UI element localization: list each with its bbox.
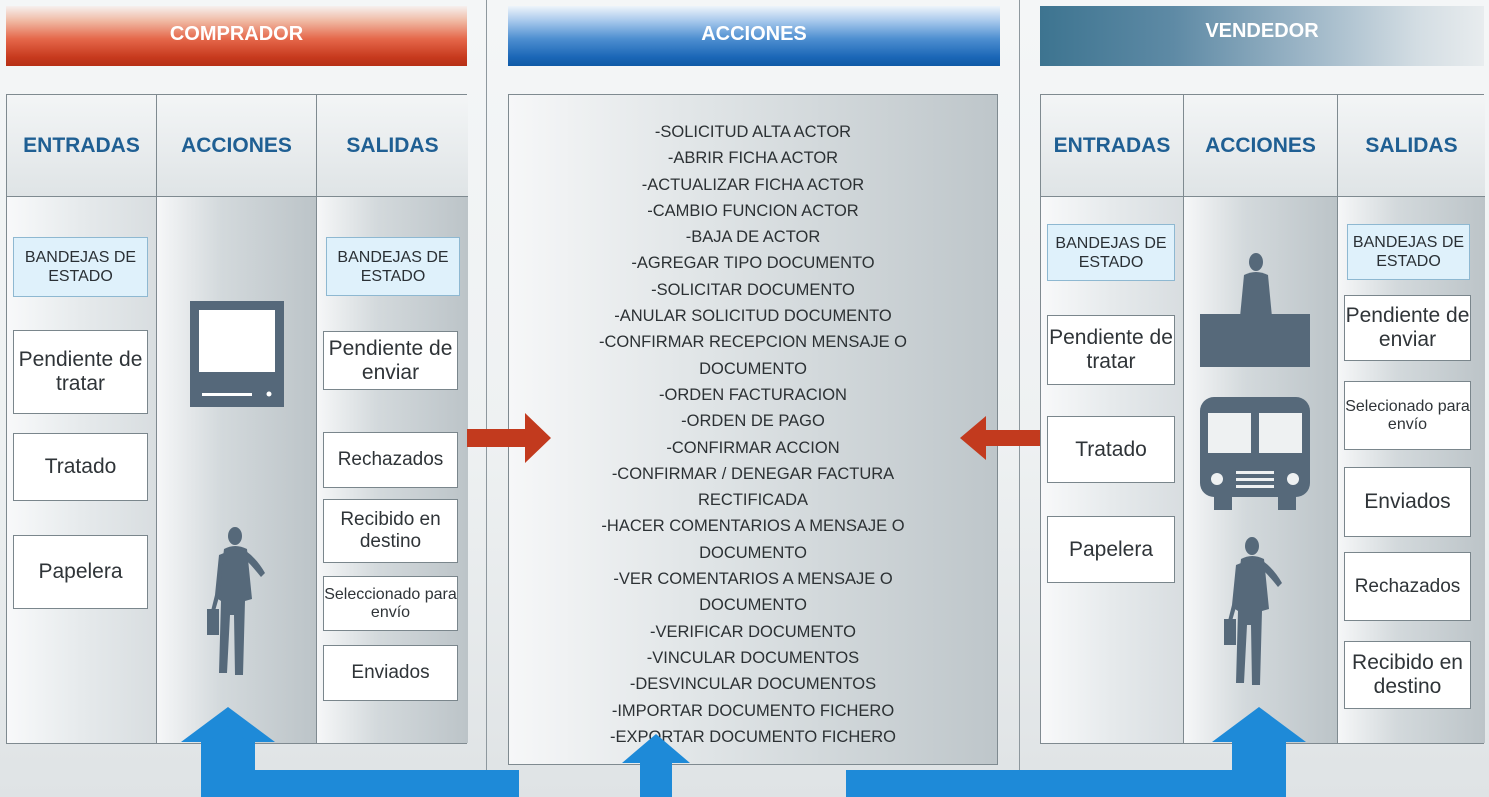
acciones-list: -SOLICITUD ALTA ACTOR -ABRIR FICHA ACTOR… [509,119,997,750]
comprador-salidas-rechazados: Rechazados [323,432,458,488]
comprador-entradas-pendiente: Pendiente de tratar [13,330,148,414]
action-item: -VER COMENTARIOS A MENSAJE O [613,570,893,589]
section-divider-right [1019,0,1020,797]
vendedor-salidas-pendiente: Pendiente de enviar [1344,295,1471,361]
vendedor-salidas-enviados: Enviados [1344,467,1471,537]
column-title: ENTRADAS [1041,95,1183,197]
action-item: -IMPORTAR DOCUMENTO FICHERO [611,701,895,720]
action-item: -DESVINCULAR DOCUMENTOS [629,675,877,694]
action-item: -ANULAR SOLICITUD DOCUMENTO [614,307,892,326]
action-item: -HACER COMENTARIOS A MENSAJE O [601,517,905,536]
action-item: DOCUMENTO [699,596,807,615]
walking-businessman-icon [207,527,265,675]
section-divider-left [486,0,487,797]
bus-icon [1200,397,1310,510]
action-item: -SOLICITUD ALTA ACTOR [654,123,852,141]
vendedor-entradas-tratado: Tratado [1047,416,1175,483]
action-item: DOCUMENTO [699,543,807,562]
comprador-salidas-bandejas: BANDEJAS DE ESTADO [326,237,460,296]
standing-person-at-desk-icon [1200,253,1310,367]
action-item: -ACTUALIZAR FICHA ACTOR [641,175,865,194]
column-title: ENTRADAS [7,95,156,197]
comprador-entradas-papelera: Papelera [13,535,148,609]
red-arrow-left-icon [960,416,1040,460]
action-item: -VERIFICAR DOCUMENTO [650,622,856,641]
action-item: -CAMBIO FUNCION ACTOR [647,201,859,220]
action-item: -CONFIRMAR / DENEGAR FACTURA [611,464,895,483]
vendedor-header: VENDEDOR [1040,6,1484,66]
walking-businessman-icon [1224,537,1282,685]
action-item: RECTIFICADA [697,491,808,510]
column-title: ACCIONES [1184,95,1337,197]
action-item: DOCUMENTO [699,359,807,378]
column-title: ACCIONES [157,95,316,197]
acciones-panel: -SOLICITUD ALTA ACTOR -ABRIR FICHA ACTOR… [508,94,998,765]
column-title: SALIDAS [1338,95,1485,197]
comprador-salidas-recibido: Recibido en destino [323,499,458,563]
comprador-entradas-tratado: Tratado [13,433,148,501]
comprador-header: COMPRADOR [6,6,467,66]
vendedor-entradas-papelera: Papelera [1047,516,1175,583]
vendedor-salidas-rechazados: Rechazados [1344,552,1471,621]
action-item: -EXPORTAR DOCUMENTO FICHERO [609,727,897,746]
action-item: -ABRIR FICHA ACTOR [667,149,839,168]
action-item: -AGREGAR TIPO DOCUMENTO [631,254,875,273]
red-arrow-right-icon [467,413,551,463]
comprador-entradas-bandejas: BANDEJAS DE ESTADO [13,237,148,297]
computer-monitor-icon [190,301,284,407]
vendedor-salidas-seleccionado: Selecionado para envío [1344,381,1471,450]
vendedor-salidas-bandejas: BANDEJAS DE ESTADO [1347,224,1470,280]
acciones-header: ACCIONES [508,6,1000,66]
comprador-salidas-pendiente: Pendiente de enviar [323,331,458,390]
vendedor-entradas-pendiente: Pendiente de tratar [1047,315,1175,385]
action-item: -ORDEN DE PAGO [681,412,825,431]
action-item: -SOLICITAR DOCUMENTO [651,280,855,299]
column-title: SALIDAS [317,95,468,197]
action-item: -CONFIRMAR ACCION [666,438,840,457]
action-item: -CONFIRMAR RECEPCION MENSAJE O [598,333,908,352]
comprador-salidas-enviados: Enviados [323,645,458,701]
vendedor-entradas-bandejas: BANDEJAS DE ESTADO [1047,224,1175,281]
action-item: -VINCULAR DOCUMENTOS [646,648,860,667]
vendedor-salidas-recibido: Recibido en destino [1344,641,1471,709]
action-item: -BAJA DE ACTOR [685,228,821,247]
action-item: -ORDEN FACTURACION [659,385,847,404]
comprador-salidas-seleccionado: Seleccionado para envío [323,576,458,631]
